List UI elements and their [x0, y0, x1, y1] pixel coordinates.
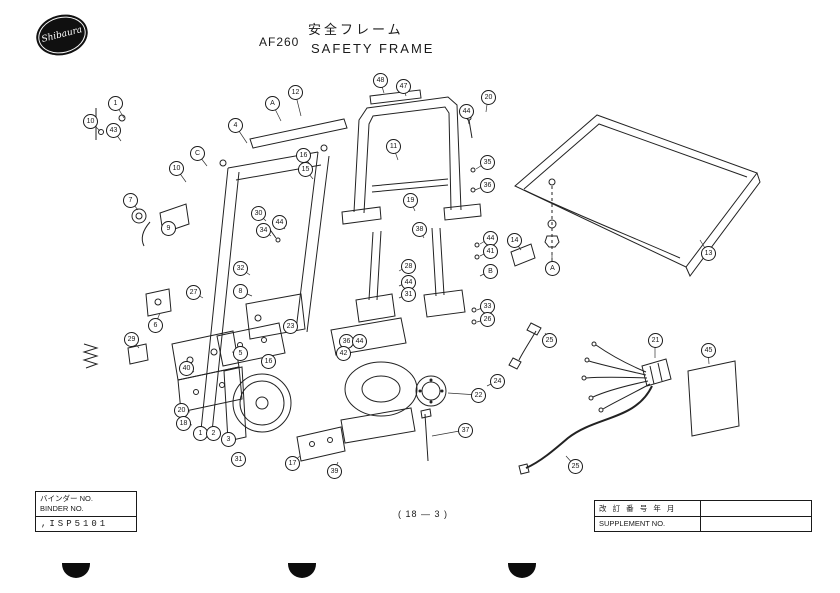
page-title-japanese: 安全フレーム: [308, 22, 404, 37]
part-callout-5: 5: [233, 346, 248, 361]
binder-number-box: バインダー NO. BINDER NO. ,ISP5101: [35, 491, 137, 533]
model-number: AF260: [259, 35, 300, 49]
part-callout-16: 16: [261, 354, 276, 369]
spare-panel: [687, 360, 740, 437]
part-callout-35: 35: [480, 155, 495, 170]
support-plates: [171, 330, 243, 413]
part-callout-44: 44: [483, 231, 498, 246]
page-title-english: SAFETY FRAME: [311, 41, 435, 56]
part-callout-29: 29: [124, 332, 139, 347]
part-callout-25: 25: [542, 333, 557, 348]
part-callout-24: 24: [490, 374, 505, 389]
part-callout-16: 16: [296, 148, 311, 163]
part-callout-25: 25: [568, 459, 583, 474]
part-callout-19: 19: [403, 193, 418, 208]
part-callout-13: 13: [701, 246, 716, 261]
part-callout-39: 39: [327, 464, 342, 479]
part-callout-10: 10: [169, 161, 184, 176]
supplement-value-row2: [701, 517, 811, 531]
axle-assembly: [223, 317, 447, 462]
left-small-parts: [82, 203, 190, 369]
part-callout-15: 15: [298, 162, 313, 177]
part-callout-44: 44: [459, 104, 474, 119]
part-callout-22: 22: [471, 388, 486, 403]
part-callout-41: 41: [483, 244, 498, 259]
part-callout-6: 6: [148, 318, 163, 333]
part-callout-A: A: [545, 261, 560, 276]
part-callout-40: 40: [179, 361, 194, 376]
wiring-harness: [508, 322, 672, 475]
part-callout-36: 36: [480, 178, 495, 193]
supplement-label-jp: 改 訂 番 号 年 月: [595, 501, 701, 517]
part-callout-27: 27: [186, 285, 201, 300]
part-callout-21: 21: [648, 333, 663, 348]
part-callout-28: 28: [401, 259, 416, 274]
part-callout-4: 4: [228, 118, 243, 133]
supplement-label-en: SUPPLEMENT NO.: [595, 517, 701, 531]
supplement-value-row1: [701, 501, 811, 517]
part-callout-43: 43: [106, 123, 121, 138]
binder-label-jp: バインダー NO.: [40, 494, 93, 503]
binding-notch: [508, 563, 536, 578]
part-callout-B: B: [483, 264, 498, 279]
part-callout-45: 45: [701, 343, 716, 358]
part-callout-12: 12: [288, 85, 303, 100]
part-callout-30: 30: [251, 206, 266, 221]
binding-notch: [62, 563, 90, 578]
part-callout-17: 17: [285, 456, 300, 471]
part-callout-2: 2: [206, 426, 221, 441]
part-callout-3: 3: [221, 432, 236, 447]
part-callout-37: 37: [458, 423, 473, 438]
part-callout-44: 44: [272, 215, 287, 230]
part-callout-C: C: [190, 146, 205, 161]
part-callout-42: 42: [336, 346, 351, 361]
binder-label-en: BINDER NO.: [40, 504, 84, 514]
part-callout-31: 31: [231, 452, 246, 467]
part-callout-31: 31: [401, 287, 416, 302]
left-frame: [200, 118, 348, 433]
main-hoop: [341, 89, 482, 325]
part-callout-20: 20: [481, 90, 496, 105]
part-callout-1: 1: [108, 96, 123, 111]
part-callout-18: 18: [176, 416, 191, 431]
part-callout-38: 38: [412, 222, 427, 237]
part-callout-10: 10: [83, 114, 98, 129]
page-number: ( 18 — 3 ): [398, 509, 449, 519]
part-callout-A: A: [265, 96, 280, 111]
part-callout-34: 34: [256, 223, 271, 238]
canopy-roof: [510, 114, 761, 277]
part-callout-48: 48: [373, 73, 388, 88]
binder-labels: バインダー NO. BINDER NO.: [36, 492, 136, 518]
supplement-box: 改 訂 番 号 年 月 SUPPLEMENT NO.: [594, 500, 812, 532]
binding-notch: [288, 563, 316, 578]
part-callout-26: 26: [480, 312, 495, 327]
part-callout-14: 14: [507, 233, 522, 248]
part-callout-11: 11: [386, 139, 401, 154]
part-callout-8: 8: [233, 284, 248, 299]
part-callout-7: 7: [123, 193, 138, 208]
part-callout-23: 23: [283, 319, 298, 334]
binder-number-value: ,ISP5101: [41, 519, 109, 530]
part-callout-9: 9: [161, 221, 176, 236]
part-callout-47: 47: [396, 79, 411, 94]
part-callout-32: 32: [233, 261, 248, 276]
part-callout-44: 44: [352, 334, 367, 349]
